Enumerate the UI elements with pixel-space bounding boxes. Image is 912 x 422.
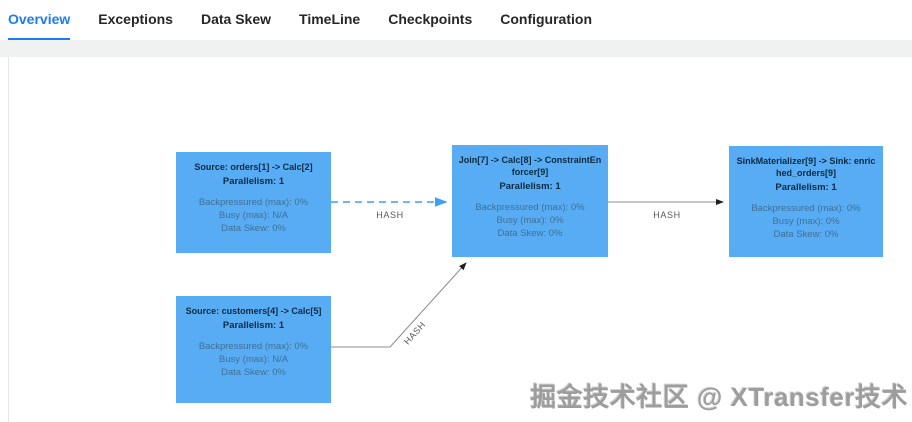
node-metrics: Backpressured (max): 0% Busy (max): 0% D… — [458, 201, 602, 240]
node-parallelism: Parallelism: 1 — [775, 182, 837, 193]
node-metric-data-skew: Data Skew: 0% — [221, 223, 286, 234]
graph-node-source-customers[interactable]: Source: customers[4] -> Calc[5] Parallel… — [176, 296, 331, 403]
node-metrics: Backpressured (max): 0% Busy (max): N/A … — [182, 340, 325, 379]
tab-bar: Overview Exceptions Data Skew TimeLine C… — [0, 0, 912, 40]
edge-label-hash: HASH — [402, 319, 428, 346]
tab-exceptions[interactable]: Exceptions — [98, 11, 173, 27]
tab-configuration[interactable]: Configuration — [500, 11, 592, 27]
tab-data-skew[interactable]: Data Skew — [200, 11, 272, 27]
graph-node-join[interactable]: Join[7] -> Calc[8] -> ConstraintEnforcer… — [452, 145, 608, 257]
node-metric-data-skew: Data Skew: 0% — [497, 228, 563, 239]
node-title: Source: orders[1] -> Calc[2] — [194, 162, 313, 172]
node-parallelism: Parallelism: 1 — [222, 176, 285, 187]
page-background-strip — [0, 40, 912, 57]
node-metric-backpressured: Backpressured (max): 0% — [751, 203, 861, 214]
edge-customers-to-join — [331, 262, 467, 348]
node-metric-busy: Busy (max): N/A — [218, 210, 289, 221]
node-metric-data-skew: Data Skew: 0% — [221, 367, 286, 378]
node-metric-busy: Busy (max): 0% — [772, 216, 840, 227]
node-metric-data-skew: Data Skew: 0% — [773, 229, 839, 240]
job-graph-canvas[interactable]: HASH HASH HASH Source: orders[1] -> Calc… — [8, 57, 912, 422]
tab-overview[interactable]: Overview — [8, 0, 71, 40]
tab-checkpoints[interactable]: Checkpoints — [388, 11, 473, 27]
node-metrics: Backpressured (max): 0% Busy (max): N/A … — [182, 196, 325, 235]
node-metric-backpressured: Backpressured (max): 0% — [198, 197, 309, 208]
edge-label-hash: HASH — [653, 210, 680, 220]
node-metric-backpressured: Backpressured (max): 0% — [198, 341, 309, 352]
node-metric-busy: Busy (max): 0% — [496, 215, 564, 226]
edge-label-hash: HASH — [376, 210, 403, 220]
node-parallelism: Parallelism: 1 — [499, 181, 561, 192]
node-metric-backpressured: Backpressured (max): 0% — [475, 202, 585, 213]
node-title: Source: customers[4] -> Calc[5] — [185, 306, 322, 316]
edges-layer: HASH HASH HASH — [331, 197, 724, 348]
watermark: 掘金技术社区 @ XTransfer技术 — [530, 382, 908, 412]
node-parallelism: Parallelism: 1 — [222, 320, 285, 331]
node-metric-busy: Busy (max): N/A — [218, 354, 289, 365]
node-title: Join[7] -> Calc[8] -> ConstraintEnforcer… — [458, 155, 602, 177]
tab-timeline[interactable]: TimeLine — [299, 11, 361, 27]
node-metrics: Backpressured (max): 0% Busy (max): 0% D… — [735, 202, 877, 241]
graph-node-sink-materializer[interactable]: SinkMaterializer[9] -> Sink: enriched_or… — [729, 146, 883, 257]
graph-node-source-orders[interactable]: Source: orders[1] -> Calc[2] Parallelism… — [176, 152, 331, 253]
node-title: SinkMaterializer[9] -> Sink: enriched_or… — [736, 156, 876, 178]
